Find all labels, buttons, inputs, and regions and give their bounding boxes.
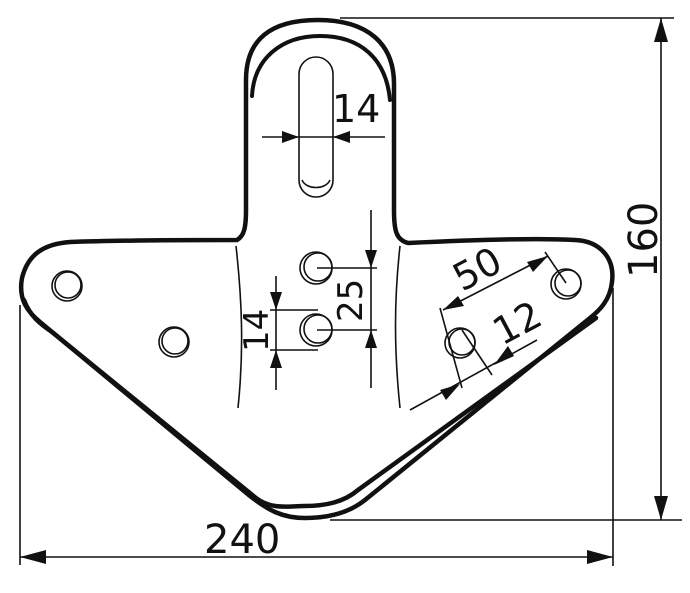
- dim-overall-height: 160: [330, 17, 682, 521]
- dim-overall-width: 240: [19, 288, 614, 566]
- dim-center-spacing: 25: [317, 210, 377, 388]
- left-wing-hole-1: [51, 270, 83, 302]
- wing-spacing-label: 50: [446, 238, 509, 300]
- center-diameter-label: 14: [237, 309, 277, 352]
- dim-center-diameter: 14: [237, 276, 318, 390]
- wing-diameter-label: 12: [486, 292, 549, 354]
- left-wing-hole-2: [158, 326, 190, 358]
- dim-wing-diameter: 12: [409, 292, 549, 411]
- right-wing-hole-2: [550, 268, 582, 300]
- bend-lines: [235, 245, 401, 409]
- dim-slot-width: 14: [262, 87, 385, 143]
- overall-height-label: 160: [621, 202, 667, 278]
- slot-width-label: 14: [332, 87, 380, 131]
- center-spacing-label: 25: [331, 279, 371, 322]
- plate-outline: [18, 17, 615, 521]
- mounting-slot: [298, 56, 334, 198]
- overall-width-label: 240: [204, 517, 280, 563]
